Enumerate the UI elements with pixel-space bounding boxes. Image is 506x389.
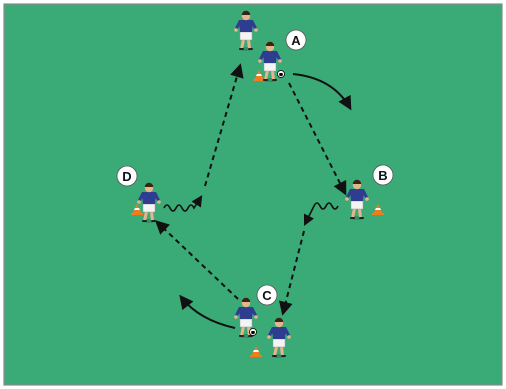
- wavy-dribble-arrow-b: [303, 202, 339, 227]
- label-c-text: C: [262, 288, 272, 303]
- label-b: B: [372, 164, 394, 186]
- curved-pass-arrow-c: [179, 294, 236, 329]
- soccer-ball-a: [277, 70, 285, 78]
- label-a: A: [285, 29, 307, 51]
- soccer-ball-c: [249, 328, 257, 336]
- label-b-text: B: [378, 168, 387, 183]
- field: [3, 3, 503, 386]
- curved-pass-arrow-a: [292, 73, 352, 111]
- label-d-text: D: [122, 169, 131, 184]
- label-c: C: [256, 284, 278, 306]
- curved-pass-arrows: [179, 73, 352, 329]
- label-d: D: [116, 165, 138, 187]
- dashed-run-arrow-d-to-a: [204, 63, 244, 187]
- position-labels: A B C D: [116, 29, 394, 306]
- dashed-run-arrows: [154, 63, 347, 316]
- wavy-dribble-arrows: [163, 195, 339, 227]
- dashed-run-arrow-a-to-b: [288, 82, 347, 196]
- label-a-text: A: [291, 33, 301, 48]
- wavy-dribble-arrow-d: [163, 195, 203, 212]
- dashed-run-arrow-c-to-d: [154, 220, 239, 300]
